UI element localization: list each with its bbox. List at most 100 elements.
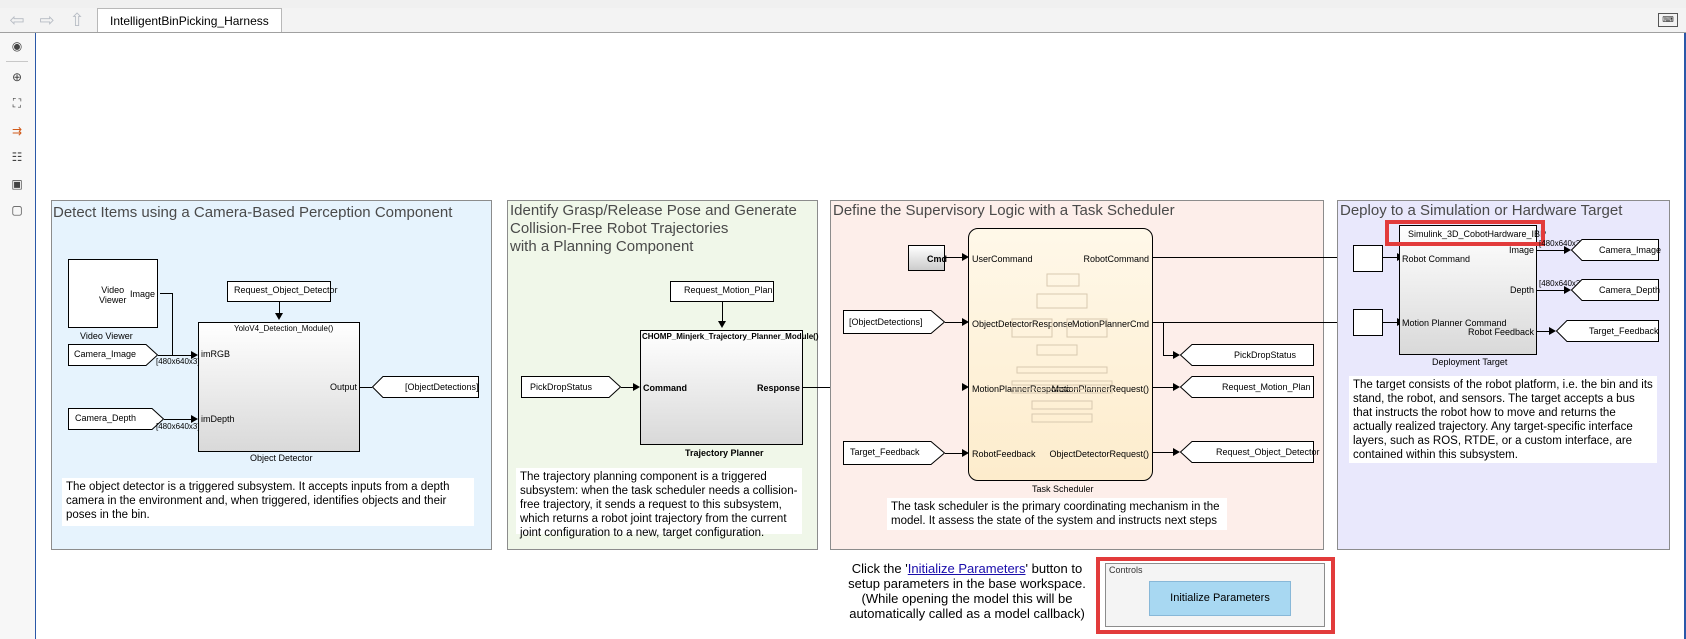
hide-browser-icon[interactable]: ◉ xyxy=(11,39,23,53)
video-viewer-block[interactable]: Video Viewer Image xyxy=(68,259,158,328)
init-instruction: Click the 'Initialize Parameters' button… xyxy=(846,561,1088,621)
wire-motionplannercmd xyxy=(1153,322,1350,323)
out-motionplannercmd: MotionPlannerCmd xyxy=(1071,319,1149,329)
keyboard-icon[interactable]: ⌨ xyxy=(1658,13,1678,27)
controls-panel-title: Controls xyxy=(1109,565,1143,575)
wire-arrow xyxy=(1564,286,1571,294)
request-object-detector-goto[interactable] xyxy=(1180,441,1314,463)
highlight-controls xyxy=(1096,557,1335,634)
area-planning-title: Identify Grasp/Release Pose and Generate… xyxy=(510,202,797,255)
port-imrgb: imRGB xyxy=(201,349,230,359)
wire xyxy=(1383,257,1399,258)
trajectory-planner-block-title: CHOMP_Minjerk_Trajectory_Planner_Module(… xyxy=(642,332,819,341)
init-parameters-link[interactable]: Initialize Parameters xyxy=(907,561,1026,576)
zoom-icon[interactable]: ⊕ xyxy=(11,70,23,84)
initialize-parameters-button[interactable]: Initialize Parameters xyxy=(1149,581,1291,616)
in-robotfeedback: RobotFeedback xyxy=(972,449,1036,459)
area-perception-title: Detect Items using a Camera-Based Percep… xyxy=(53,204,453,221)
wire-arrow xyxy=(962,318,969,326)
out-image: Image xyxy=(1508,245,1534,255)
request-motion-plan-goto[interactable] xyxy=(1180,376,1314,398)
trajectory-planner-block[interactable]: CHOMP_Minjerk_Trajectory_Planner_Module(… xyxy=(640,330,819,445)
camera-depth-goto[interactable] xyxy=(1571,279,1659,301)
wire xyxy=(279,302,280,314)
deployment-target-block[interactable]: Simulink_3D_CobotHardware_IBP Robot Comm… xyxy=(1399,225,1546,355)
wire-robotcommand xyxy=(1153,257,1350,258)
forward-arrow-icon[interactable]: ⇨ xyxy=(39,10,55,30)
pickdrop-status-goto[interactable] xyxy=(1180,344,1314,366)
in-robot-command: Robot Command xyxy=(1402,254,1471,264)
request-motion-plan-from-label: Request_Motion_Plan xyxy=(684,285,773,295)
signal-dims-2: [480x640x3] xyxy=(156,422,200,431)
signal-dims-1: [480x640x3] xyxy=(156,357,200,366)
target-feedback-from[interactable] xyxy=(843,441,945,465)
bus-converter-2[interactable] xyxy=(1353,309,1383,336)
camera-image-goto-label: Camera_Image xyxy=(1599,245,1662,255)
out-depth: Depth xyxy=(1509,285,1534,295)
video-viewer-name: Video Viewer xyxy=(80,331,133,341)
wire xyxy=(945,257,963,258)
wire xyxy=(1163,355,1175,356)
controls-panel: Controls Initialize Parameters xyxy=(1105,563,1325,627)
area-icon[interactable]: ▢ xyxy=(11,203,23,217)
fit-to-view-icon[interactable]: ⛶ xyxy=(12,96,22,110)
out-robotcommand: RobotCommand xyxy=(1083,254,1149,264)
cmd-block[interactable]: Cmd xyxy=(908,245,947,271)
port-command: Command xyxy=(643,383,688,393)
deployment-target-name: Deployment Target xyxy=(1432,357,1508,367)
task-scheduler-block[interactable]: UserCommand ObjectDetectorResponse Motio… xyxy=(968,228,1153,481)
model-tab[interactable]: IntelligentBinPicking_Harness xyxy=(97,8,282,32)
planning-note: The trajectory planning component is a t… xyxy=(516,468,802,539)
pickdrop-status-from-label: PickDropStatus xyxy=(530,382,593,392)
deploy-note: The target consists of the robot platfor… xyxy=(1349,376,1657,463)
model-canvas xyxy=(35,33,1686,639)
request-object-detector-from-label: Request_Object_Detector xyxy=(234,285,338,295)
back-arrow-icon[interactable]: ⇦ xyxy=(9,10,25,30)
init-instruction-prefix: Click the ' xyxy=(851,561,908,576)
signal-lines-icon[interactable]: ⇉ xyxy=(11,124,23,138)
out-robot-feedback: Robot Feedback xyxy=(1467,327,1534,337)
wire-arrow xyxy=(191,415,198,423)
out-objectdetectorrequest: ObjectDetectorRequest() xyxy=(1049,449,1149,459)
wire xyxy=(1383,322,1399,323)
wire xyxy=(945,453,963,454)
pickdrop-status-from[interactable] xyxy=(521,376,621,398)
wire-arrow xyxy=(962,253,969,261)
wire xyxy=(160,293,172,294)
camera-image-goto[interactable] xyxy=(1571,239,1659,261)
signal-dims-image: [480x640x3] xyxy=(1539,239,1583,248)
wire xyxy=(172,293,173,355)
target-feedback-goto-label: Target_Feedback xyxy=(1589,326,1659,336)
object-detector-block[interactable]: YoloV4_Detection_Module() imRGB imDepth … xyxy=(198,322,360,452)
annotation-icon[interactable]: ☷ xyxy=(11,150,23,164)
wire-arrow xyxy=(1549,327,1556,335)
bus-converter-1[interactable] xyxy=(1353,245,1383,272)
object-detections-goto-label: [ObjectDetections] xyxy=(405,382,479,392)
target-feedback-goto[interactable] xyxy=(1556,320,1659,342)
init-instruction-suffix: ' button to setup parameters in the base… xyxy=(848,561,1086,621)
wire-arrow xyxy=(718,321,726,328)
wire xyxy=(722,302,723,322)
object-detections-from[interactable] xyxy=(843,310,945,334)
cmd-block-label: Cmd xyxy=(927,254,947,264)
wire xyxy=(360,387,372,388)
port-response: Response xyxy=(756,383,800,393)
wire-arrow xyxy=(962,449,969,457)
request-object-detector-from[interactable] xyxy=(227,281,331,302)
area-scheduler-title: Define the Supervisory Logic with a Task… xyxy=(833,202,1175,219)
stateflow-thumbnail xyxy=(1011,273,1113,423)
wire xyxy=(1537,250,1565,251)
object-detections-goto[interactable] xyxy=(372,376,479,398)
camera-image-from[interactable] xyxy=(68,344,158,366)
wire xyxy=(1537,290,1565,291)
up-arrow-icon[interactable]: ⇧ xyxy=(69,10,85,30)
wire xyxy=(1163,322,1164,355)
left-palette: ◉ ⊕ ⛶ ⇉ ☷ ▣ ▢ xyxy=(0,33,36,639)
deployment-target-block-title: Simulink_3D_CobotHardware_IBP xyxy=(1408,229,1547,239)
trajectory-planner-name: Trajectory Planner xyxy=(685,448,764,458)
request-object-detector-goto-label: Request_Object_Detector xyxy=(1216,447,1320,457)
camera-depth-from[interactable] xyxy=(68,408,164,430)
in-motion-planner-command: Motion Planner Command xyxy=(1402,318,1507,328)
request-motion-plan-from[interactable] xyxy=(670,281,774,302)
image-icon[interactable]: ▣ xyxy=(11,177,23,191)
